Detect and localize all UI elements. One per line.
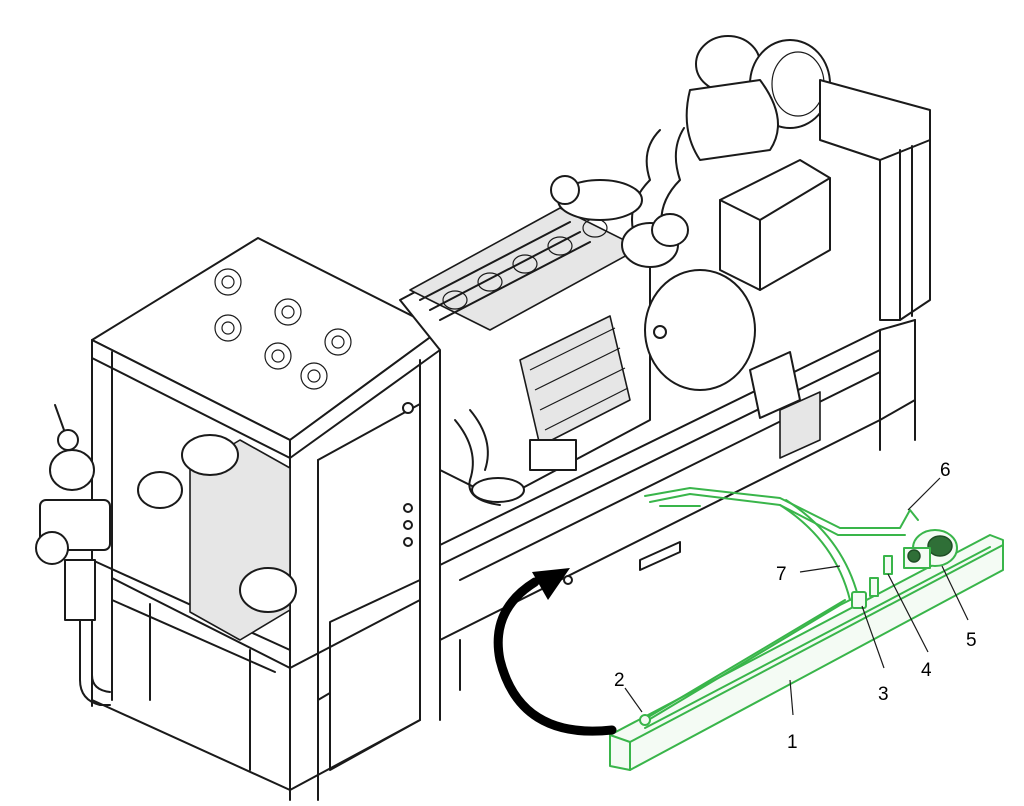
control-cabinet-frame (91, 237, 441, 801)
callout-6: 6 (940, 460, 951, 481)
drain-fitting (639, 714, 651, 726)
callout-7: 7 (776, 564, 787, 585)
curved-arrow (493, 568, 617, 736)
callout-3: 3 (878, 684, 889, 705)
level-sensor (851, 591, 867, 609)
callout-2: 2 (614, 670, 625, 691)
engine-block (399, 207, 756, 506)
fuel-system-highlight (609, 487, 1004, 771)
base-frame (439, 319, 916, 701)
callout-5: 5 (966, 630, 977, 651)
valve-assembly (35, 404, 111, 706)
air-filter-turbo (550, 35, 831, 268)
fuel-tank (609, 534, 1004, 771)
callout-4: 4 (921, 660, 932, 681)
fuel-pump (903, 529, 958, 569)
radiator (719, 79, 931, 321)
callout-1: 1 (787, 732, 798, 753)
callout-leaders (624, 477, 969, 716)
